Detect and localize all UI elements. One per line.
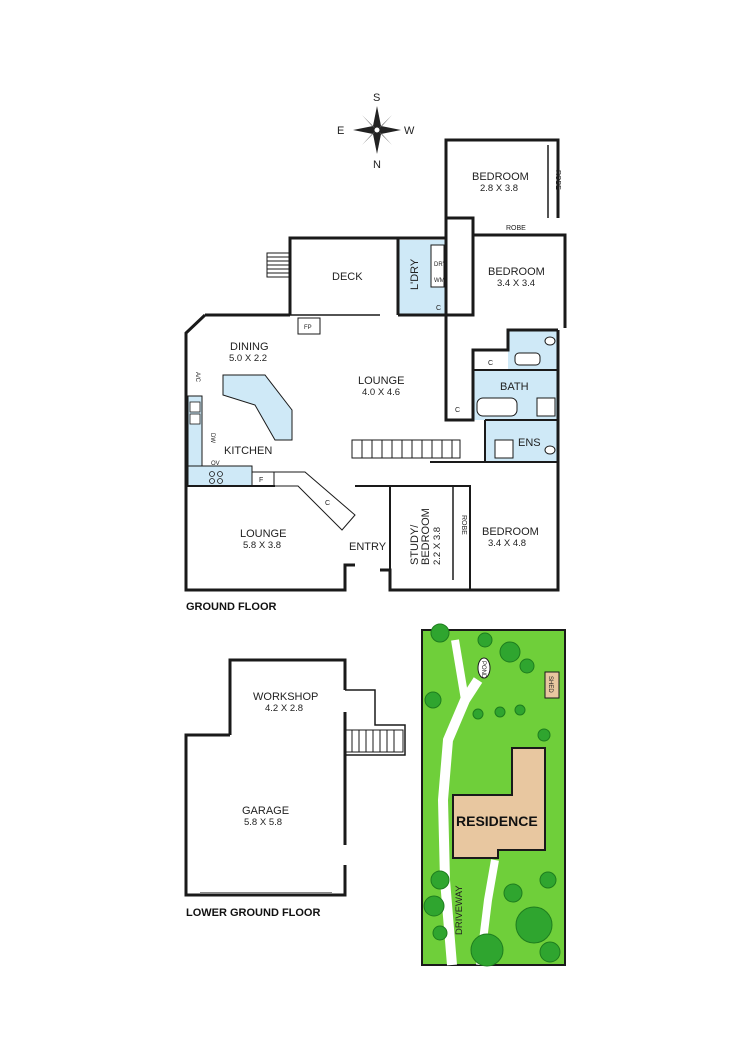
tree-icons <box>423 623 561 967</box>
dry-label: DRY <box>434 262 447 268</box>
bathtub-icon <box>476 397 518 417</box>
shower-icon <box>536 397 556 417</box>
cupboard-label-4: C <box>325 500 330 507</box>
laundry-appliances <box>430 244 445 288</box>
basin-icon <box>514 352 541 366</box>
robe1-label: ROBE <box>554 170 561 190</box>
bedroom2-name: BEDROOM <box>488 266 545 278</box>
ens-shower-icon <box>494 439 514 459</box>
entry-label: ENTRY <box>349 541 387 553</box>
wm-label: WM <box>434 278 445 284</box>
kitchen-bench-bottom <box>187 465 253 487</box>
compass-w: W <box>404 125 415 137</box>
residence-footprint <box>452 747 546 859</box>
kitchen-label: KITCHEN <box>224 445 272 457</box>
ground-floor-plan: BEDROOM 2.8 X 3.8 ROBE ROBE BEDROOM 3.4 … <box>184 138 567 613</box>
dining-name: DINING <box>230 341 269 353</box>
stairs-lower <box>344 729 404 753</box>
garage-name: GARAGE <box>242 805 289 817</box>
bedroom1-dims: 2.8 X 3.8 <box>480 183 518 194</box>
pond-label: POND <box>480 661 486 679</box>
driveway-label: DRIVEWAY <box>454 885 465 935</box>
compass-rose: S E W N <box>337 92 415 171</box>
lower-ground-floor-plan: WORKSHOP 4.2 X 2.8 GARAGE 5.8 X 5.8 LOWE… <box>184 658 406 919</box>
kitchen-island <box>222 374 293 441</box>
cupboard-label-3: C <box>436 305 441 312</box>
study-dims: 2.2 X 3.8 <box>432 527 443 565</box>
pond-shape <box>477 657 491 679</box>
lounge-lower-dims: 5.8 X 3.8 <box>243 540 281 551</box>
toilet-icon <box>544 336 556 346</box>
fp-label: FP <box>304 325 312 331</box>
study-label-group: STUDY/ BEDROOM 2.2 X 3.8 <box>409 508 443 565</box>
cupboard-diagonal <box>273 471 356 531</box>
ov-label: OV <box>211 461 220 467</box>
dw-label: DW <box>209 433 215 443</box>
lower-floor-title: LOWER GROUND FLOOR <box>186 907 320 919</box>
study-name2: BEDROOM <box>420 508 432 565</box>
bath-label: BATH <box>500 381 529 393</box>
compass-n: N <box>373 159 381 171</box>
lounge-upper-name: LOUNGE <box>358 375 404 387</box>
lounge-upper-dims: 4.0 X 4.6 <box>362 387 400 398</box>
site-plan: RESIDENCE SHED POND DRIVEWAY <box>421 623 566 967</box>
ens-label: ENS <box>518 437 541 449</box>
shed-box <box>544 671 560 699</box>
cupboard-label-2: C <box>455 407 460 414</box>
compass-e: E <box>337 125 344 137</box>
cupboard-label-1: C <box>488 360 493 367</box>
fireplace-box <box>297 317 321 335</box>
workshop-name: WORKSHOP <box>253 691 318 703</box>
robe3-label: ROBE <box>460 515 467 535</box>
ground-floor-walls <box>184 138 567 592</box>
dining-dims: 5.0 X 2.2 <box>229 353 267 364</box>
lower-floor-walls <box>184 658 406 897</box>
bedroom2-dims: 3.4 X 3.4 <box>497 278 535 289</box>
bedroom3-name: BEDROOM <box>482 526 539 538</box>
sink-icon <box>189 401 201 413</box>
robe2-label: ROBE <box>506 225 526 232</box>
shed-label: SHED <box>547 676 553 693</box>
cooktop-icon <box>209 471 223 484</box>
residence-label: RESIDENCE <box>456 813 538 829</box>
garage-dims: 5.8 X 5.8 <box>244 817 282 828</box>
bedroom1-name: BEDROOM <box>472 171 529 183</box>
toilet-area <box>508 330 558 372</box>
stairs-ground <box>351 439 461 459</box>
toilet-icon-ens <box>544 445 556 455</box>
compass-s: S <box>373 92 380 104</box>
bedroom3-dims: 3.4 X 4.8 <box>488 538 526 549</box>
sink-icon-2 <box>189 413 201 425</box>
laundry-label: L'DRY <box>409 258 421 290</box>
garden-path <box>451 639 469 701</box>
ground-floor-title: GROUND FLOOR <box>186 601 276 613</box>
deck-label: DECK <box>332 271 363 283</box>
ac-label: A/C <box>194 372 200 383</box>
stairs-deck <box>266 252 291 278</box>
fridge-label: F <box>259 477 263 484</box>
lounge-lower-name: LOUNGE <box>240 528 286 540</box>
study-name: STUDY/ <box>409 524 421 565</box>
workshop-dims: 4.2 X 2.8 <box>265 703 303 714</box>
